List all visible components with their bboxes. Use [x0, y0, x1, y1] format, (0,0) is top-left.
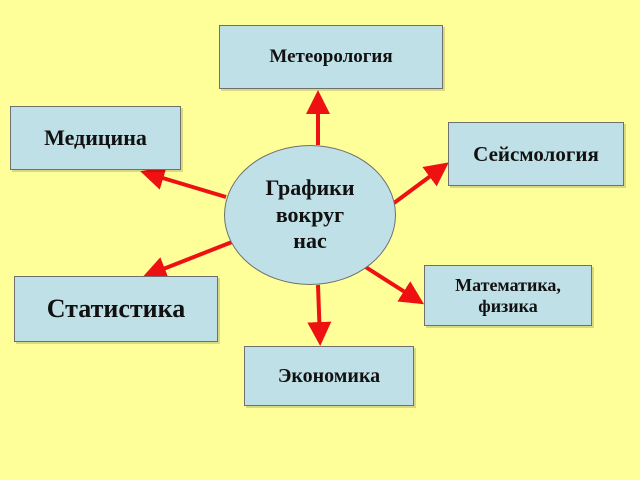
arrow-to-math-physics	[362, 264, 425, 305]
arrow-to-economics	[307, 284, 332, 346]
topic-statistics: Статистика	[14, 276, 218, 342]
topic-economics: Экономика	[244, 346, 414, 406]
center-node: Графики вокруг нас	[224, 145, 396, 285]
topic-seismology: Сейсмология	[448, 122, 624, 186]
arrow-to-medicine	[140, 166, 227, 199]
arrow-to-seismology	[392, 162, 449, 205]
topic-meteorology: Метеорология	[219, 25, 443, 89]
topic-math-physics: Математика, физика	[424, 265, 592, 326]
arrow-to-statistics	[142, 240, 233, 280]
topic-medicine: Медицина	[10, 106, 181, 170]
